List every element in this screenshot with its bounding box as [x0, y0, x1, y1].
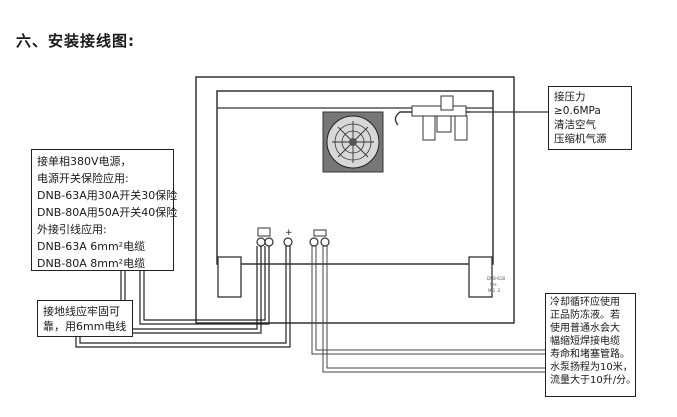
note-line: 清洁空气	[554, 119, 596, 131]
note-line: 外接引线应用:	[37, 223, 107, 236]
note-line: 冷却循环应使用	[550, 297, 620, 308]
nameplate-line-1: DNB-61B	[487, 276, 506, 281]
note-line: 水泵扬程为10米，	[550, 362, 633, 373]
power-cable	[120, 246, 270, 334]
ground-wire	[75, 246, 291, 348]
terminal-block-coolant	[309, 229, 330, 247]
section-title: 六、安装接线图:	[16, 32, 135, 50]
note-line: ≥0.6MPa	[554, 105, 601, 117]
note-line: 接压力	[554, 91, 586, 103]
note-line: 接地线应牢固可	[43, 305, 120, 318]
terminal-block-power	[256, 227, 274, 247]
ground-wire-note: 接地线应牢固可 靠，用6mm电线	[37, 300, 133, 337]
note-line: 正品防冻液。若	[550, 310, 620, 321]
right-foot	[468, 256, 493, 298]
note-line: DNB-63A 6mm²电缆	[37, 240, 146, 253]
note-line: DNB-80A 8mm²电缆	[37, 257, 146, 270]
outer-frame	[195, 76, 515, 324]
air-regulator-icon	[394, 95, 548, 141]
note-line: 压缩机气源	[554, 133, 607, 145]
nameplate-line-3: M 1 .2	[488, 288, 501, 293]
nameplate-line-2: C/e	[490, 282, 497, 287]
power-supply-note: 接单相380V电源， 电源开关保险应用: DNB-63A用30A开关30保险 D…	[31, 149, 178, 271]
coolant-note: 冷却循环应使用 正品防冻液。若 使用普通水会大 幅缩短焊接电缆 寿命和堵塞管路。…	[545, 293, 636, 397]
note-line: DNB-80A用50A开关40保险	[37, 206, 178, 219]
note-line: 靠，用6mm电线	[43, 320, 127, 333]
note-line: DNB-63A用30A开关30保险	[37, 189, 178, 202]
machine-body	[216, 90, 494, 265]
note-line: 幅缩短焊接电缆	[550, 336, 620, 347]
note-line: 接单相380V电源，	[37, 155, 132, 168]
note-line: 使用普通水会大	[550, 323, 620, 334]
fan-icon	[322, 111, 384, 173]
svg-text:+: +	[285, 228, 293, 238]
coolant-pipes	[311, 246, 545, 373]
left-foot	[217, 256, 242, 298]
note-line: 寿命和堵塞管路。	[550, 349, 630, 360]
note-line: 流量大于10升/分。	[550, 375, 637, 386]
ground-terminal-icon: +	[283, 228, 293, 247]
note-line: 电源开关保险应用:	[37, 172, 129, 185]
air-supply-note: 接压力 ≥0.6MPa 清洁空气 压缩机气源	[548, 86, 632, 150]
